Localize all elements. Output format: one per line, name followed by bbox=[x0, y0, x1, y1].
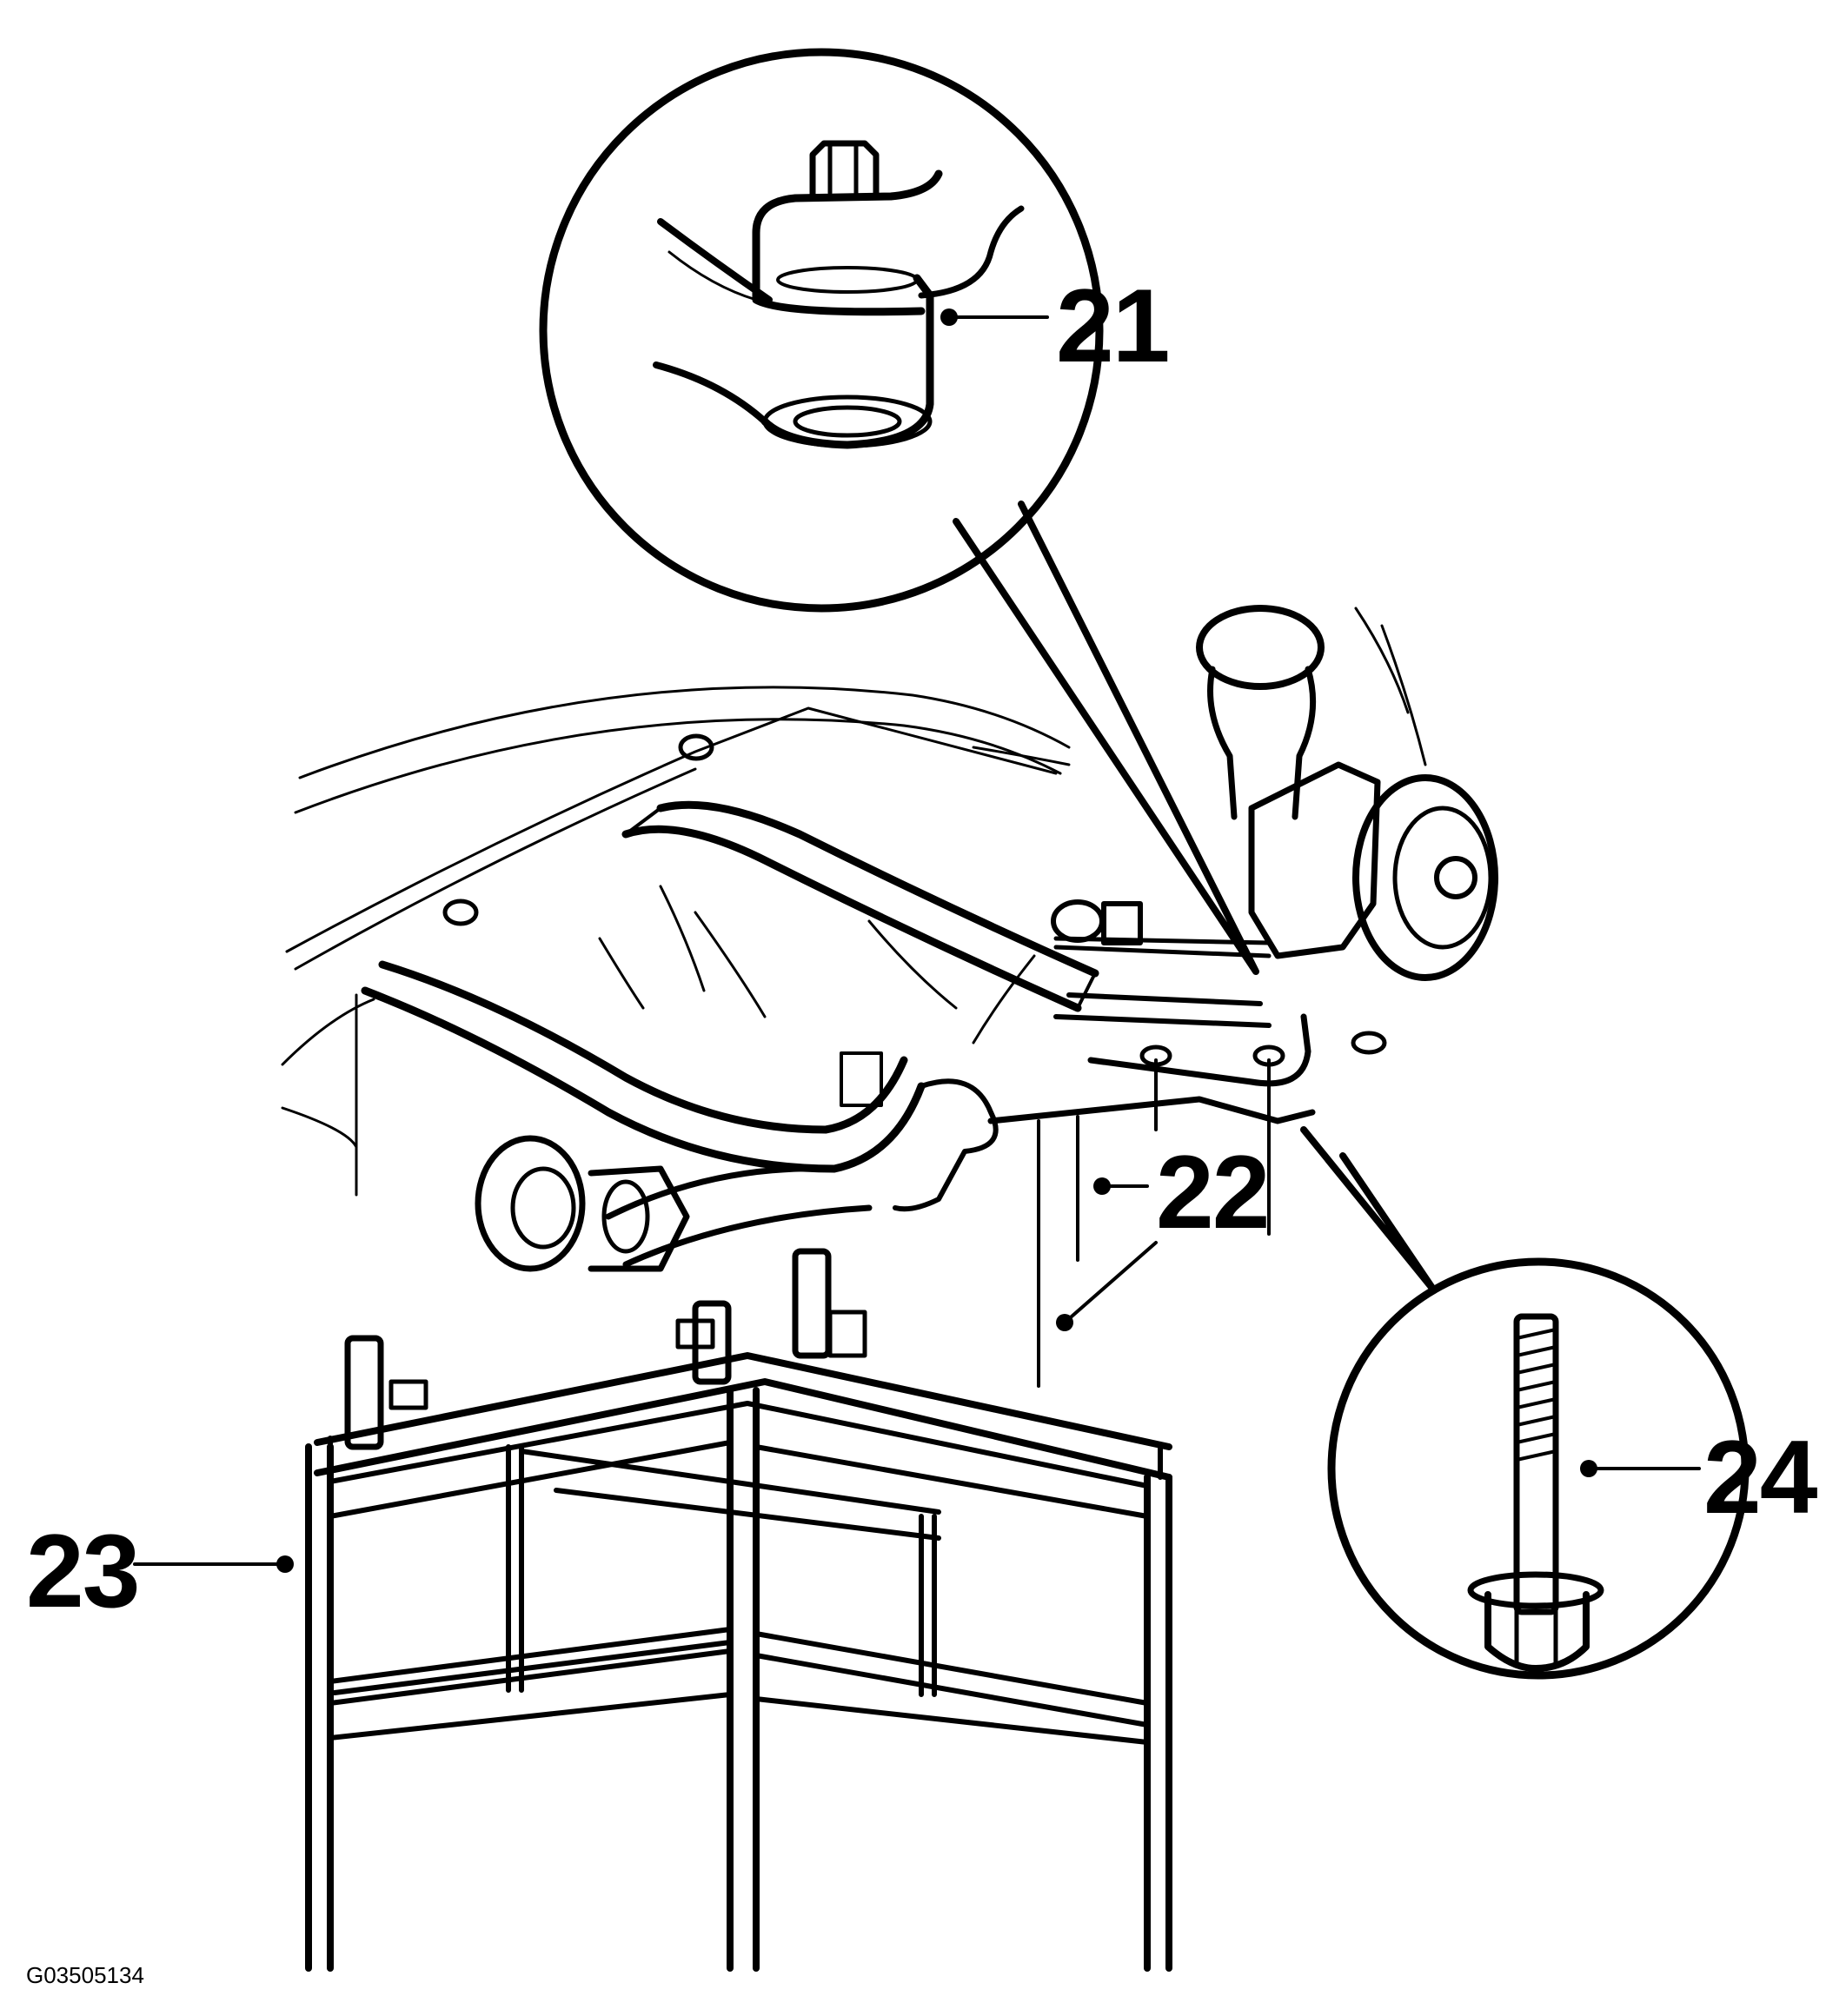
callout-22: 22 bbox=[1156, 1134, 1270, 1250]
detail-pointer-top bbox=[953, 501, 1259, 975]
mount-point-lines bbox=[1037, 1058, 1271, 1388]
callout-21: 21 bbox=[1056, 268, 1170, 384]
figure-id: G03505134 bbox=[26, 1962, 144, 1988]
vehicle-underbody bbox=[281, 686, 1387, 1268]
bushing-bolt-head bbox=[809, 140, 880, 199]
detail-circle-top bbox=[539, 48, 1104, 613]
support-stand bbox=[305, 1248, 1172, 1972]
callout-24: 24 bbox=[1703, 1419, 1817, 1535]
right-wheel-hub bbox=[1196, 605, 1498, 981]
bolt-detail-view bbox=[1300, 1126, 1750, 1680]
bushing-detail-view bbox=[539, 48, 1259, 975]
detail-circle-bottom bbox=[1327, 1257, 1750, 1680]
mount-hole bbox=[678, 733, 714, 761]
left-wheel-hub bbox=[475, 1135, 690, 1272]
mount-hole bbox=[442, 899, 479, 926]
detail-pointer-bottom bbox=[1300, 1126, 1438, 1294]
callout-23: 23 bbox=[26, 1513, 140, 1629]
